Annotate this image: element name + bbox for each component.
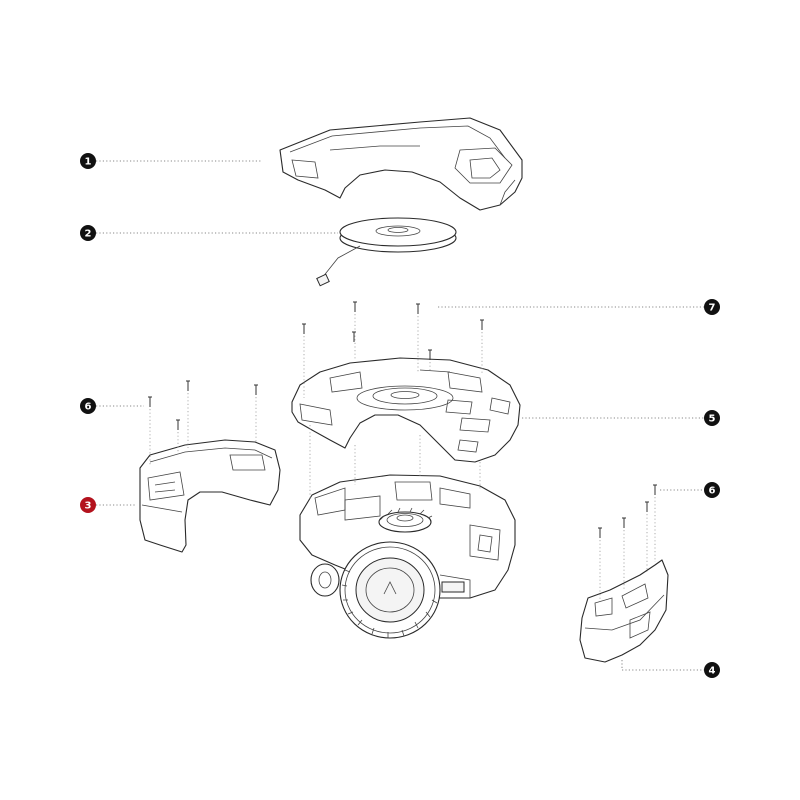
callout-5: 5 — [704, 410, 720, 426]
callout-3-label: 3 — [85, 501, 92, 512]
callout-3-badge — [80, 497, 96, 513]
callout-2-label: 2 — [85, 229, 92, 240]
callout-6-right: 6 — [704, 482, 720, 498]
assembly-guides — [149, 314, 656, 600]
callout-5-badge — [704, 410, 720, 426]
part-upper-chassis — [291, 357, 521, 463]
callout-6-left-label: 6 — [85, 402, 92, 413]
part-lower-chassis — [299, 474, 516, 639]
callout-1-badge — [80, 153, 96, 169]
part-right-bumper — [579, 559, 669, 663]
callout-3: 3 — [80, 497, 96, 513]
callout-7-badge — [704, 299, 720, 315]
part-top-cover — [279, 117, 523, 211]
callout-6-right-badge — [704, 482, 720, 498]
callout-6-left: 6 — [80, 398, 96, 414]
callout-2-badge — [80, 225, 96, 241]
part-sensor-disc — [316, 217, 457, 287]
callout-4: 4 — [704, 662, 720, 678]
callout-1-label: 1 — [85, 157, 92, 168]
callout-6-left-badge — [80, 398, 96, 414]
screws — [148, 301, 657, 538]
leader-lines — [96, 160, 704, 671]
part-left-bumper — [139, 439, 281, 553]
gear-detail — [378, 507, 433, 533]
callout-4-label: 4 — [709, 666, 716, 677]
callout-2: 2 — [80, 225, 96, 241]
callout-1: 1 — [80, 153, 96, 169]
callout-7-label: 7 — [709, 303, 716, 314]
callout-7: 7 — [704, 299, 720, 315]
callout-4-badge — [704, 662, 720, 678]
callout-5-label: 5 — [709, 414, 716, 425]
callout-6-right-label: 6 — [709, 486, 716, 497]
rear-wheel — [339, 541, 441, 639]
